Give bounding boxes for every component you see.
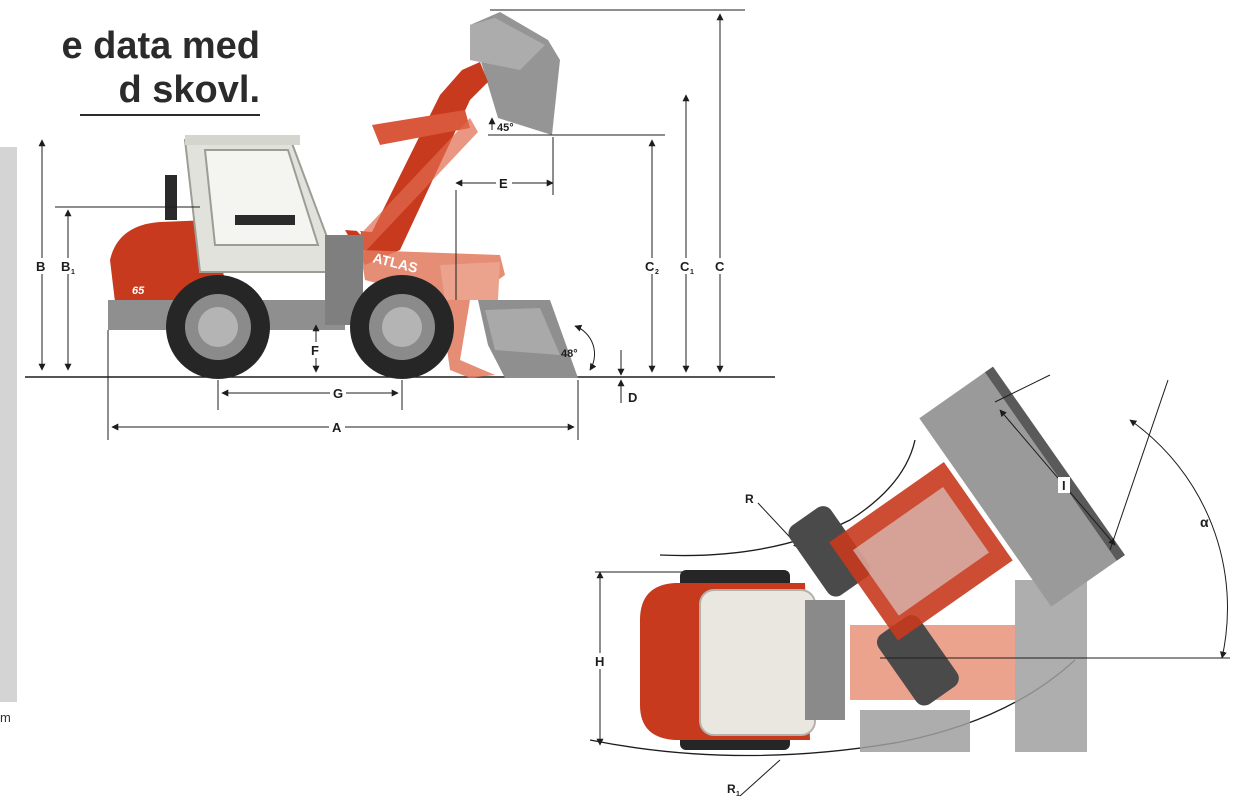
unit-note: m [0, 710, 11, 725]
dim-label-c1: C [680, 259, 690, 274]
dim-label-i: I [1062, 478, 1066, 493]
dump-angle-label: 45° [497, 122, 514, 134]
dim-label-c2-sub: 2 [655, 269, 659, 276]
front-wheel [350, 275, 454, 379]
title-line-1: e data med [61, 25, 260, 67]
raised-bucket [470, 12, 560, 135]
straight-attachment-ghost [850, 580, 1087, 752]
dim-label-h: H [595, 654, 604, 669]
dim-label-alpha: α [1200, 514, 1209, 530]
dim-label-r: R [745, 492, 754, 506]
model-badge: 65 [132, 285, 145, 297]
dim-label-f: F [311, 343, 319, 358]
side-panel [0, 147, 17, 702]
dim-label-b: B [36, 259, 45, 274]
top-brand-label: ATLAS [628, 636, 640, 672]
dim-label-c2: C [645, 259, 655, 274]
dim-label-r1-sub: 1 [736, 791, 740, 798]
rollback-angle-label: 48° [561, 348, 578, 360]
dim-label-r1: R [727, 782, 736, 796]
page-title: e data med d skovl. [0, 24, 260, 116]
dim-label-c: C [715, 259, 725, 274]
rear-wheel [166, 275, 270, 379]
dim-label-e: E [499, 176, 508, 191]
side-view: ATLAS ATLAS 65 B B 1 C C 1 C 2 45° E [25, 9, 775, 440]
dim-label-g: G [333, 386, 343, 401]
raised-arm [345, 62, 488, 265]
dim-label-b1-sub: 1 [71, 269, 75, 276]
dim-label-a: A [332, 420, 342, 435]
dim-label-c1-sub: 1 [690, 269, 694, 276]
top-rear-body [640, 570, 845, 750]
lowered-bucket [478, 300, 578, 378]
dim-label-d: D [628, 390, 637, 405]
dim-label-b1: B [61, 259, 70, 274]
cab [183, 135, 331, 273]
top-view: R R 1 H ATLAS [589, 366, 1230, 798]
title-line-2: d skovl. [80, 68, 260, 116]
